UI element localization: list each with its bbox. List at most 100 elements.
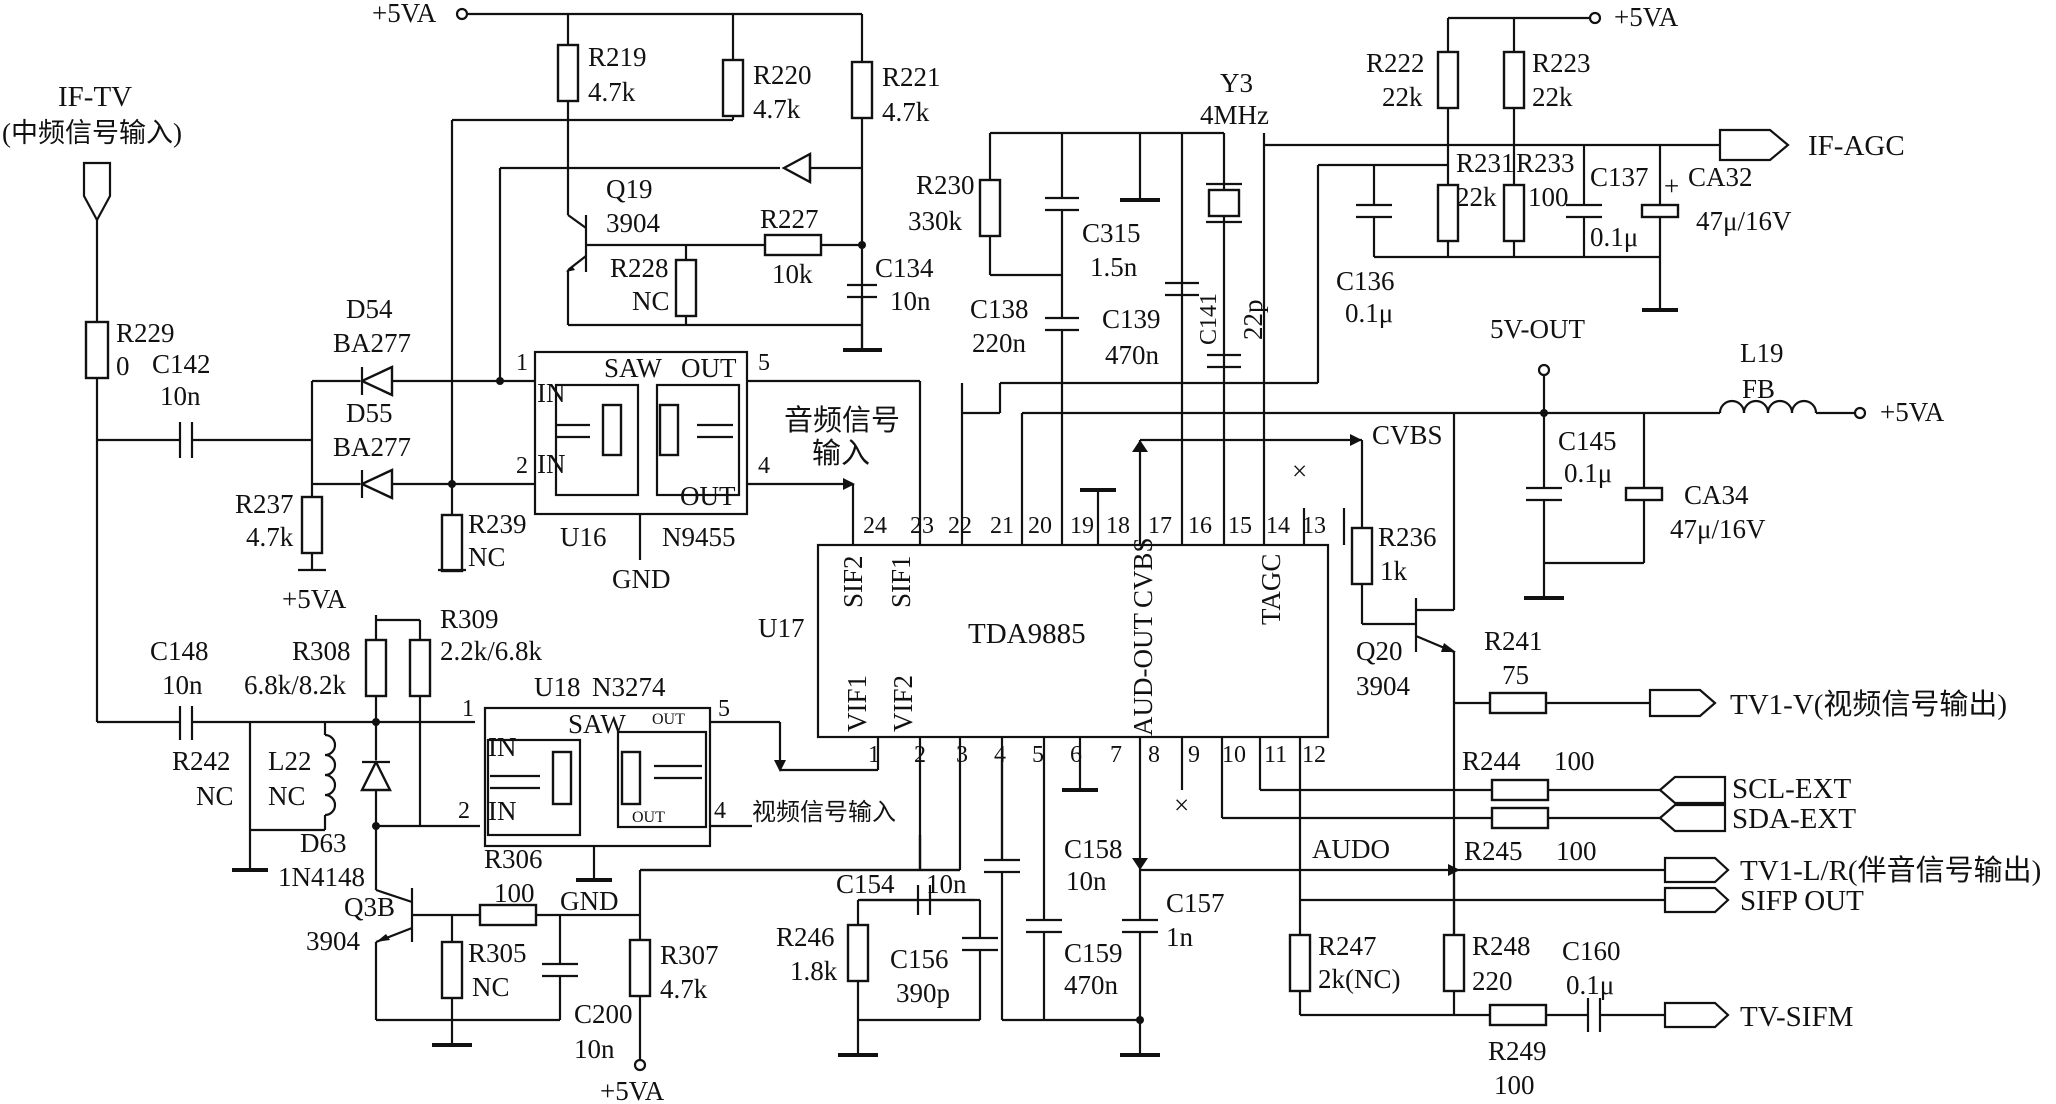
saw-u18-box (483, 706, 712, 848)
r244-ref: R244 (1462, 746, 1521, 776)
y3-val: 4MHz (1200, 100, 1269, 130)
ic-sif2: SIF2 (838, 555, 868, 608)
r308-ref: R308 (292, 636, 351, 666)
r229-resistor (84, 320, 110, 380)
c142-val: 10n (160, 381, 201, 411)
ic-pin-5: 5 (1032, 742, 1044, 768)
c136-ref: C136 (1336, 266, 1395, 296)
c139-ref: C139 (1102, 304, 1161, 334)
c200-val: 10n (574, 1034, 615, 1064)
d55-ref: D55 (346, 398, 393, 428)
r229-val: 0 (116, 351, 130, 381)
r233-val: 100 (1528, 182, 1569, 212)
r222-resistor (1436, 50, 1460, 110)
c137-ref: C137 (1590, 162, 1649, 192)
c160-ref: C160 (1562, 936, 1621, 966)
c138-ref: C138 (970, 294, 1029, 324)
vcc-right-top-terminal (1588, 11, 1602, 25)
video-in-label: 视频信号输入 (752, 799, 896, 826)
vcc-right-label: +5VA (1880, 397, 1945, 427)
c137-val: 0.1μ (1590, 222, 1638, 252)
vcc-top-terminal (455, 7, 469, 21)
ca32-plus-icon: + (1664, 171, 1679, 201)
q3b-val: 3904 (306, 926, 361, 956)
ic-pin-13: 13 (1302, 513, 1326, 539)
input-diodes: D54 BA277 D55 BA277 R237 4.7k R239 NC (235, 120, 535, 573)
r308-resistor (364, 638, 388, 698)
r236-ref: R236 (1378, 522, 1437, 552)
y3-ref: Y3 (1220, 68, 1253, 98)
l22-inductor-icon (324, 733, 337, 817)
c138-val: 220n (972, 328, 1027, 358)
l19-inductor-icon (1718, 399, 1818, 414)
saw-u18-pin4: 4 (714, 798, 726, 824)
ic-pin-10: 10 (1222, 742, 1246, 768)
c148-ref: C148 (150, 636, 209, 666)
c145-ref: C145 (1558, 426, 1617, 456)
vcc-mid-left-label: +5VA (282, 584, 347, 614)
osc-network: Y3 4MHz R230 330k C315 1.5n C138 220n C1… (908, 68, 1269, 413)
r222-val: 22k (1382, 82, 1423, 112)
ic-pin-20: 20 (1028, 513, 1052, 539)
r229-ref: R229 (116, 318, 175, 348)
saw-u18-out: OUT (652, 711, 685, 728)
ic-pin-15: 15 (1228, 513, 1252, 539)
c154-val: 10n (926, 869, 967, 899)
d55-diode-icon (359, 468, 394, 500)
r309-resistor (408, 638, 432, 698)
c158-ref: C158 (1064, 834, 1123, 864)
r227-resistor (763, 233, 823, 257)
ic-bottom-pin-labels: 1 2 3 4 5 6 7 8 9 10 11 12 (868, 742, 1326, 768)
d63-val: 1N4148 (278, 862, 365, 892)
r239-resistor (440, 513, 464, 573)
r305-ref: R305 (468, 938, 527, 968)
c159-val: 470n (1064, 970, 1119, 1000)
r239-ref: R239 (468, 509, 527, 539)
if-tv-input: IF-TV (中频信号输入) R229 0 (2, 81, 182, 724)
r247-resistor (1288, 933, 1312, 993)
tv-sifm-label: TV-SIFM (1740, 1001, 1853, 1033)
ic-pin-14: 14 (1266, 513, 1290, 539)
c141-val: 22p (1238, 300, 1268, 341)
c159-ref: C159 (1064, 938, 1123, 968)
r228-resistor (674, 258, 698, 318)
r230-ref: R230 (916, 170, 975, 200)
video-output-stage: CVBS R236 1k Q20 3904 R241 75 TV1-V(视频信号… (1132, 420, 2007, 1015)
ic-pin-17: 17 (1148, 513, 1172, 539)
saw-u16-pin4: 4 (758, 453, 770, 479)
saw-u16-part: N9455 (662, 522, 736, 552)
c134-ref: C134 (875, 253, 934, 283)
c142-ref: C142 (152, 349, 211, 379)
l22-ref: L22 (268, 746, 312, 776)
tv1-lr-connector-icon (1663, 856, 1730, 884)
ic-pin-4: 4 (994, 742, 1006, 768)
ic-pin-9: 9 (1188, 742, 1200, 768)
r249-resistor (1488, 1003, 1548, 1027)
saw-u16-ref: U16 (560, 522, 607, 552)
saw-u18-title: SAW (568, 709, 626, 739)
q20-val: 3904 (1356, 671, 1411, 701)
if-tv-connector-icon (82, 161, 112, 223)
saw-u16-title: SAW (604, 353, 662, 383)
ic-pin-8: 8 (1148, 742, 1160, 768)
r228-ref: R228 (610, 253, 669, 283)
q19-val: 3904 (606, 208, 661, 238)
r221-resistor (850, 60, 874, 120)
r223-ref: R223 (1532, 48, 1591, 78)
r221-val: 4.7k (882, 97, 930, 127)
vcc-bottom-terminal (633, 1058, 647, 1072)
c141-ref: C141 (1196, 293, 1222, 345)
d63-ref: D63 (300, 828, 347, 858)
r305-val: NC (472, 972, 510, 1002)
saw-u18-pin5: 5 (718, 696, 730, 722)
ic-pin-23: 23 (910, 513, 934, 539)
ic-cvbs: CVBS (1128, 537, 1158, 608)
r249-ref: R249 (1488, 1036, 1547, 1066)
y3-crystal-icon (1207, 188, 1241, 218)
if-tv-label: IF-TV (58, 81, 132, 113)
c160-val: 0.1μ (1566, 970, 1614, 1000)
r221-ref: R221 (882, 62, 941, 92)
r309-ref: R309 (440, 604, 499, 634)
ic-aud-out: AUD-OUT (1128, 613, 1158, 736)
d63-diode-icon (360, 759, 392, 792)
